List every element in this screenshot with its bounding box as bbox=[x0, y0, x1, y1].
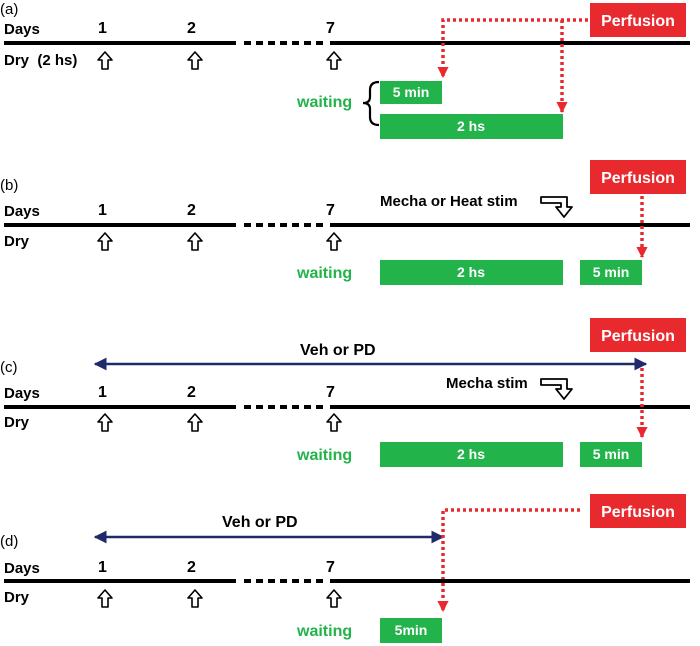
stim-label: Mecha stim bbox=[446, 375, 528, 392]
day-label: 7 bbox=[326, 559, 335, 576]
waiting-box: 2 hs bbox=[380, 114, 563, 139]
panel-label: (b) bbox=[0, 177, 18, 194]
waiting-box: 5 min bbox=[580, 260, 642, 285]
panel-b: (b) Days 1 2 7 Dry Mecha or Heat stim Pe… bbox=[0, 160, 690, 285]
waiting-box: 2 hs bbox=[380, 260, 563, 285]
day-label: 2 bbox=[187, 559, 196, 576]
waiting-box: 5 min bbox=[580, 442, 642, 467]
dry-arrow-icon bbox=[326, 413, 342, 432]
day-label: 1 bbox=[98, 20, 107, 37]
panel-a: (a) Days 1 2 7 Dry (2 hs) Perfusion wait… bbox=[0, 1, 690, 139]
dry-label: Dry bbox=[4, 233, 30, 250]
stim-arrow-icon bbox=[540, 196, 573, 218]
waiting-label: waiting bbox=[296, 623, 352, 640]
waiting-box-label: 5min bbox=[395, 622, 428, 638]
perfusion-arrow bbox=[437, 508, 580, 613]
dry-label: Dry bbox=[4, 414, 30, 431]
dry-arrow-icon bbox=[97, 51, 113, 70]
dry-arrow-icon bbox=[187, 589, 203, 608]
day-label: 2 bbox=[187, 202, 196, 219]
day-label: 2 bbox=[187, 20, 196, 37]
day-label: 7 bbox=[326, 384, 335, 401]
perfusion-arrow bbox=[437, 18, 588, 114]
waiting-box-label: 5 min bbox=[593, 264, 630, 280]
dry-label: Dry (2 hs) bbox=[4, 52, 77, 69]
day-label: 1 bbox=[98, 202, 107, 219]
waiting-box: 5 min bbox=[380, 81, 442, 104]
panel-d: (d) Perfusion Veh or PD Days 1 2 7 Dry w… bbox=[0, 494, 690, 643]
stim-label: Mecha or Heat stim bbox=[380, 193, 518, 210]
panel-label: (d) bbox=[0, 533, 18, 550]
day-label: 1 bbox=[98, 559, 107, 576]
stim-arrow-icon bbox=[540, 378, 573, 400]
waiting-box-label: 2 hs bbox=[457, 446, 485, 462]
dry-arrow-icon bbox=[187, 51, 203, 70]
days-label: Days bbox=[4, 203, 40, 220]
waiting-box: 2 hs bbox=[380, 442, 563, 467]
waiting-label: waiting bbox=[296, 447, 352, 464]
dry-arrow-icon bbox=[326, 232, 342, 251]
waiting-label: waiting bbox=[296, 265, 352, 282]
days-label: Days bbox=[4, 21, 40, 38]
perfusion-label: Perfusion bbox=[601, 170, 675, 187]
days-label: Days bbox=[4, 560, 40, 577]
dry-label: Dry bbox=[4, 589, 30, 606]
dry-arrow-icon bbox=[97, 232, 113, 251]
perfusion-label: Perfusion bbox=[601, 13, 675, 30]
waiting-box-label: 5 min bbox=[393, 84, 430, 100]
dry-arrow-icon bbox=[97, 413, 113, 432]
dry-arrow-icon bbox=[97, 589, 113, 608]
waiting-label: waiting bbox=[296, 94, 352, 111]
waiting-box-label: 2 hs bbox=[457, 118, 485, 134]
day-label: 1 bbox=[98, 384, 107, 401]
dry-arrow-icon bbox=[326, 589, 342, 608]
perfusion-label: Perfusion bbox=[601, 504, 675, 521]
drug-label: Veh or PD bbox=[222, 514, 298, 531]
panel-label: (a) bbox=[0, 1, 18, 18]
perfusion-box: Perfusion bbox=[590, 160, 686, 194]
panel-c: (c) Perfusion Veh or PD Days 1 2 7 Dry M… bbox=[0, 318, 690, 467]
dry-arrow-icon bbox=[326, 51, 342, 70]
perfusion-box: Perfusion bbox=[590, 494, 686, 528]
perfusion-box: Perfusion bbox=[590, 318, 686, 352]
waiting-box: 5min bbox=[380, 618, 442, 643]
day-label: 7 bbox=[326, 202, 335, 219]
waiting-brace bbox=[362, 80, 380, 127]
day-label: 2 bbox=[187, 384, 196, 401]
dry-arrow-icon bbox=[187, 232, 203, 251]
waiting-box-label: 5 min bbox=[593, 446, 630, 462]
panel-label: (c) bbox=[0, 359, 18, 376]
days-label: Days bbox=[4, 385, 40, 402]
drug-label: Veh or PD bbox=[300, 342, 376, 359]
day-label: 7 bbox=[326, 20, 335, 37]
perfusion-box: Perfusion bbox=[590, 3, 686, 37]
perfusion-label: Perfusion bbox=[601, 328, 675, 345]
dry-arrow-icon bbox=[187, 413, 203, 432]
waiting-box-label: 2 hs bbox=[457, 264, 485, 280]
